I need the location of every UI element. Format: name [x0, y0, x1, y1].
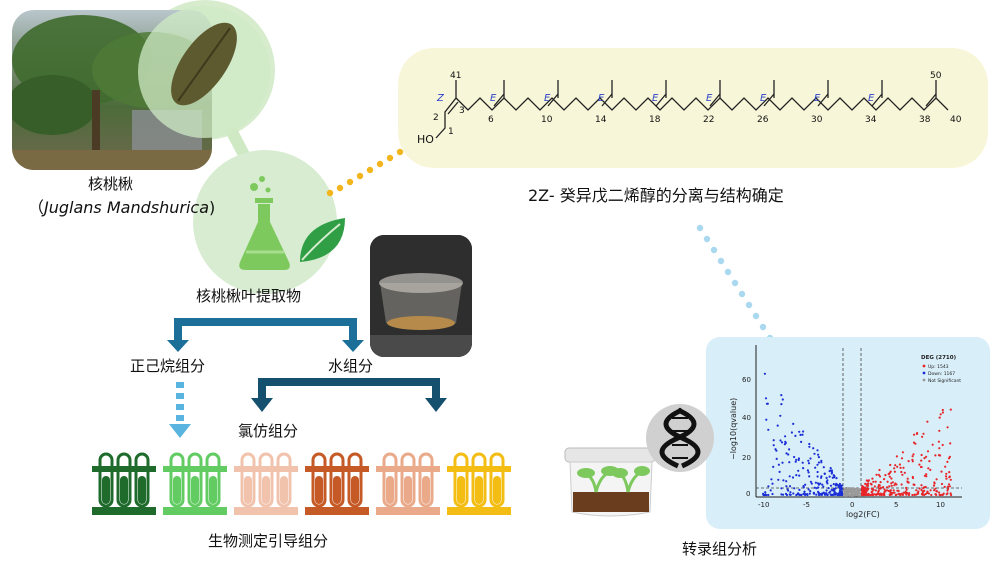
- test-tube-rack: [92, 452, 156, 515]
- test-tube-rack: [376, 452, 440, 515]
- test-tube-racks: [92, 452, 512, 522]
- water-fraction-label: 水组分: [328, 357, 374, 375]
- test-tube-rack: [234, 452, 298, 515]
- dashed-arrow-head: [169, 424, 191, 438]
- volcano-panel: [706, 337, 990, 529]
- split-arrow-2: [258, 378, 440, 400]
- plant-name: 核桃楸: [88, 175, 134, 193]
- chloroform-fraction-label: 氯仿组分: [238, 422, 299, 440]
- leaf-photo-circle: [138, 6, 270, 138]
- bioassay-label: 生物测定引导组分: [208, 532, 329, 550]
- molecule-title: 2Z- 癸异戊二烯醇的分离与结构确定: [528, 186, 784, 205]
- arrow-head-chloroform: [251, 398, 273, 412]
- molecule-panel: [398, 48, 988, 168]
- dotted-connector-orange: [326, 148, 404, 197]
- arrow-head-hexane: [167, 340, 189, 352]
- arrow-head-water-fraction: [425, 398, 447, 412]
- dotted-connector-blue: [696, 224, 774, 342]
- extract-label: 核桃楸叶提取物: [196, 287, 302, 305]
- split-arrow-1: [174, 318, 357, 343]
- test-tube-rack: [163, 452, 227, 515]
- test-tube-rack: [447, 452, 511, 515]
- extract-circle: [193, 150, 337, 294]
- transcriptome-label: 转录组分析: [682, 540, 758, 558]
- extract-beaker-photo: [370, 235, 472, 357]
- plant-latin-name: （Juglans Mandshurica): [28, 198, 216, 217]
- arrow-head-water: [342, 340, 364, 352]
- hexane-fraction-label: 正己烷组分: [130, 357, 206, 375]
- test-tube-rack: [305, 452, 369, 515]
